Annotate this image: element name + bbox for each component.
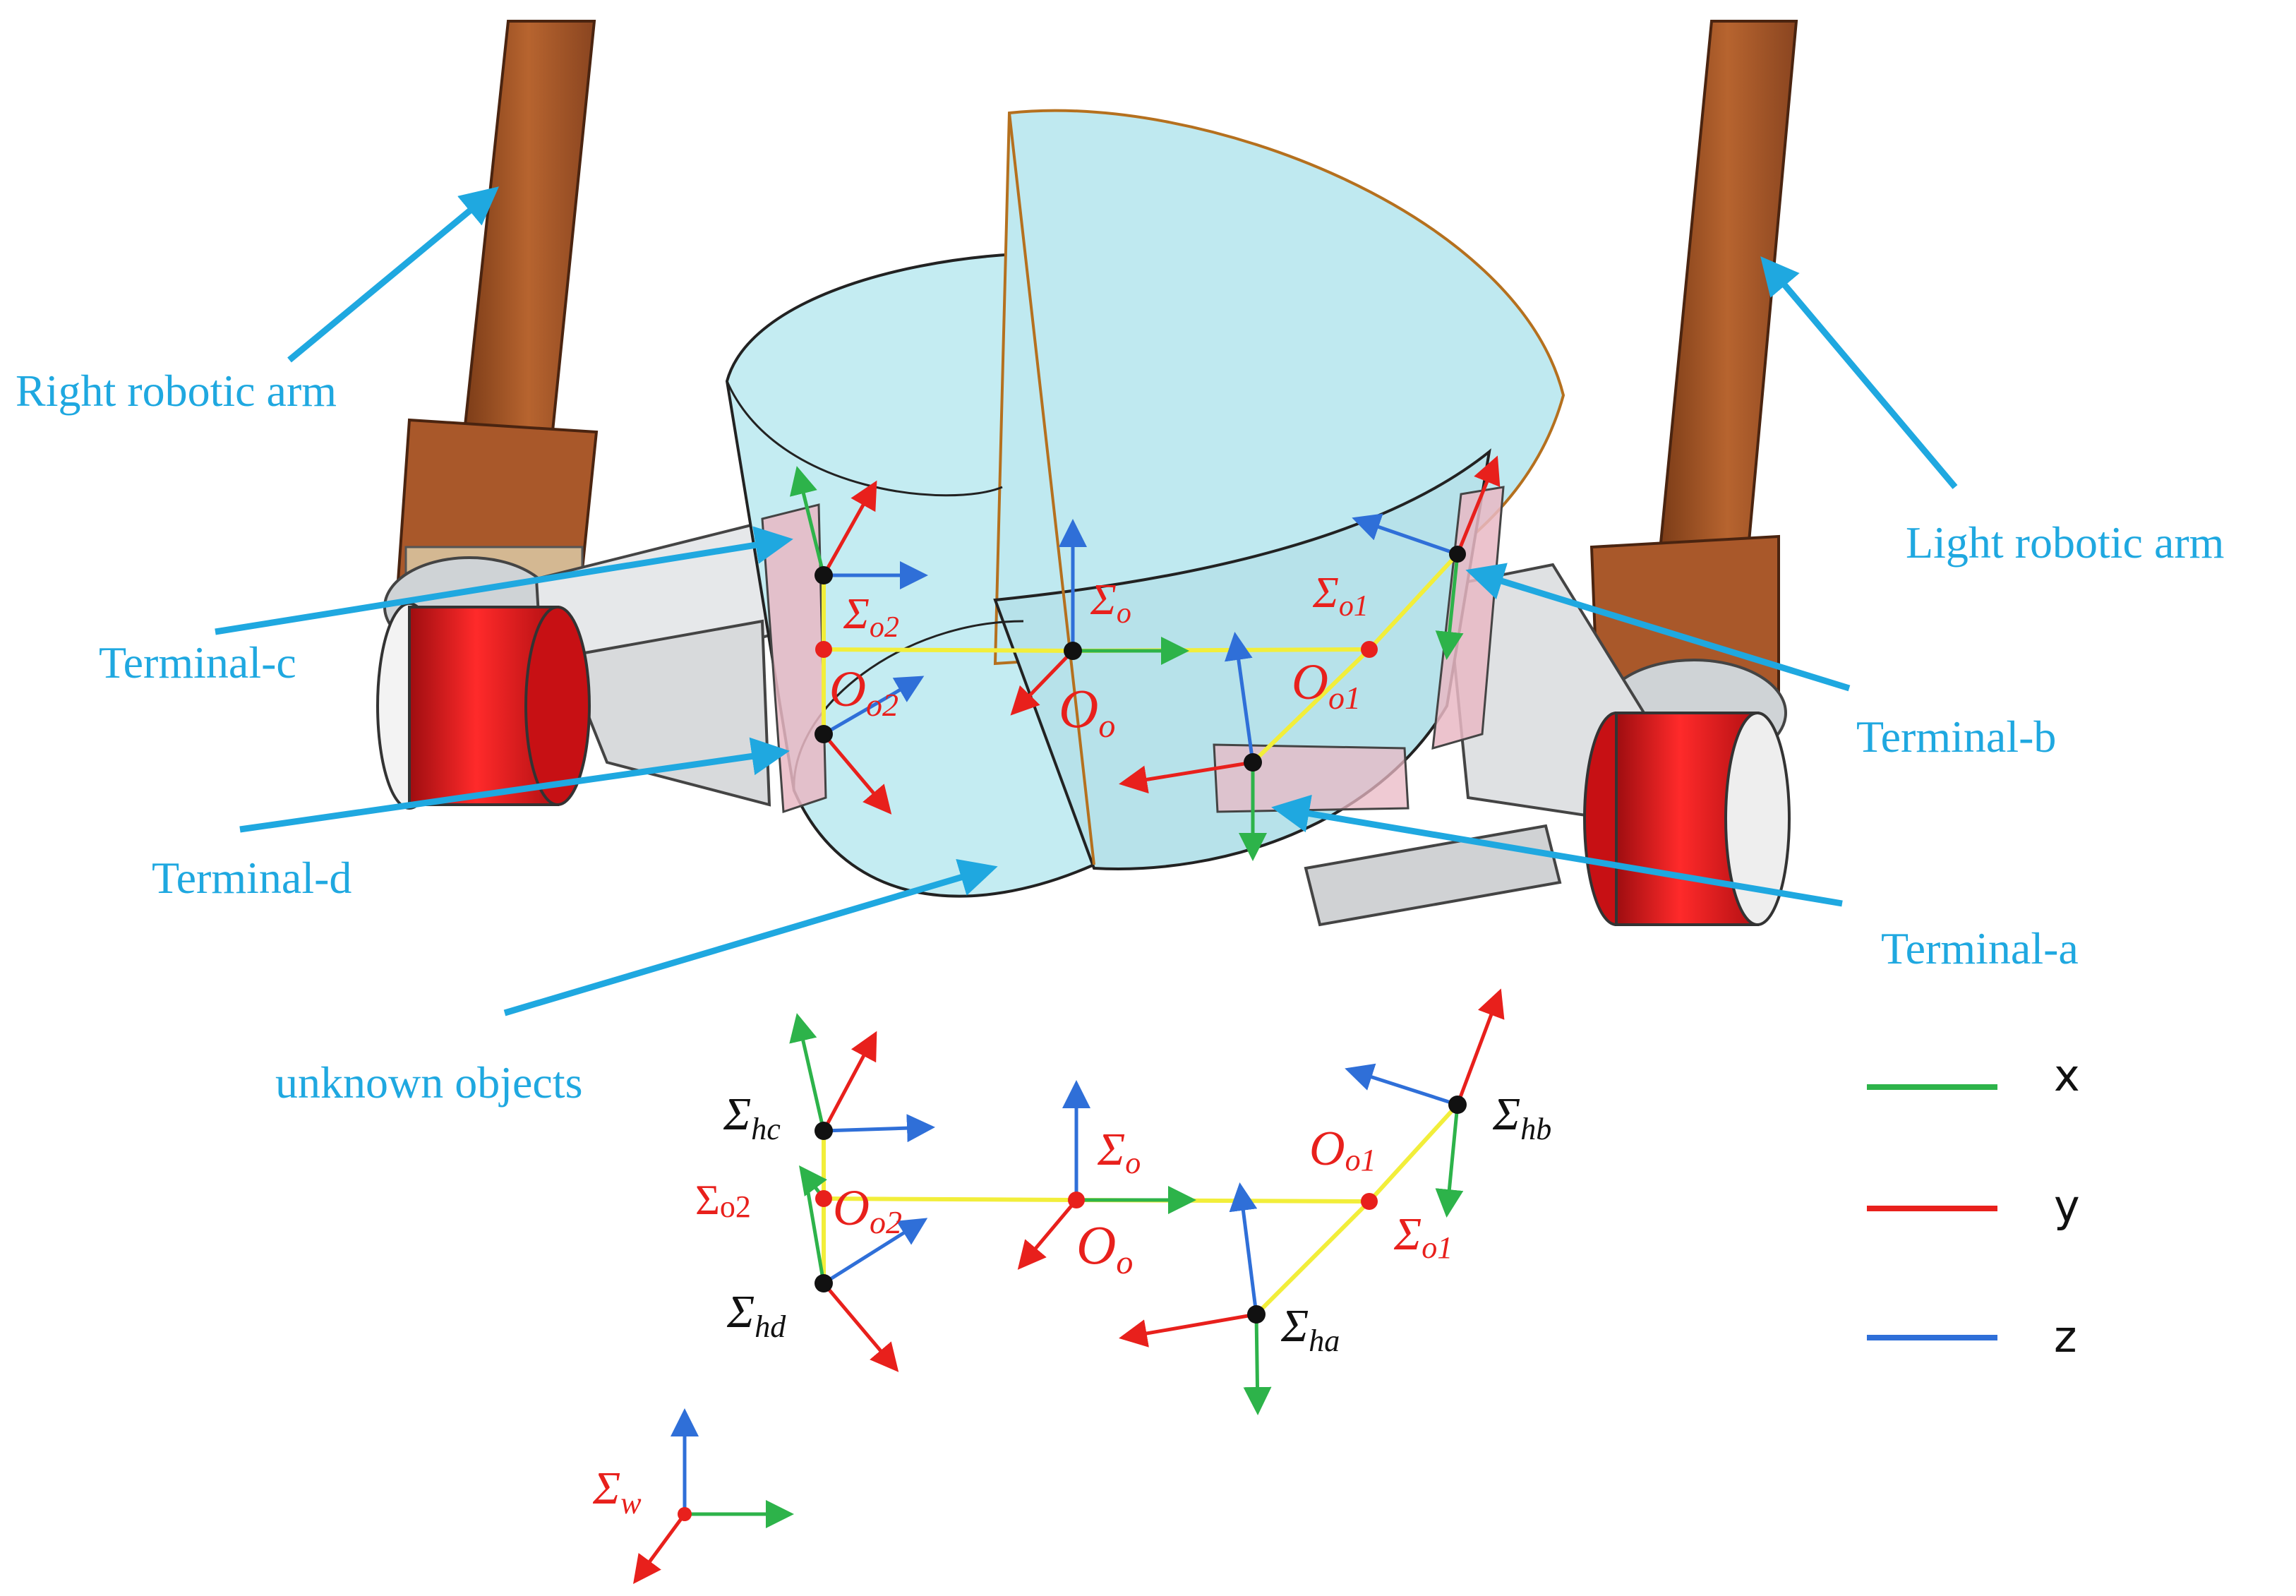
left-motor [376,602,591,810]
scene-frame-labels: Σo2 Σo Σo1 Oo2 Oo Oo1 [829,569,1369,745]
right-robotic-arm [376,20,771,810]
light-robotic-arm [1304,20,1798,927]
schematic-axes [789,988,1505,1415]
svg-text:x: x [2054,1050,2080,1101]
svg-text:z: z [2054,1311,2077,1362]
schem-sigma-o1: Σo1 [1393,1208,1453,1265]
scene-O-o2: Oo2 [829,661,898,723]
scene-O-o: Oo [1059,678,1115,745]
schem-O-o1: Oo1 [1309,1122,1376,1177]
label-light-robotic-arm: Light robotic arm [1906,517,2224,568]
label-terminal-b: Terminal-b [1856,712,2056,762]
scene-frame-origins [815,546,1466,772]
scene-axes [789,455,1501,861]
schem-O-o2: Oo2 [833,1180,902,1240]
terminal-a-gripper [1213,743,1410,813]
schem-sigma-w: Σw [592,1463,642,1520]
schem-sigma-o2: Σo2 [695,1177,751,1224]
right-motor [1583,712,1791,926]
callout-labels: Right robotic arm Light robotic arm Term… [16,366,2224,1108]
label-right-robotic-arm: Right robotic arm [16,366,337,416]
terminal-b-gripper [1431,486,1505,750]
schem-sigma-ha: Σha [1280,1300,1340,1358]
schem-sigma-hc: Σhc [723,1088,781,1146]
schematic-origins [815,1096,1467,1324]
legend-item-x: x [1867,1050,2080,1101]
scene-sigma-o2: Σo2 [843,590,899,644]
terminal-c-gripper [761,503,827,814]
scene-links [822,552,1460,764]
schem-sigma-hb: Σhb [1492,1088,1551,1146]
world-frame: Σw [592,1408,794,1585]
schem-sigma-hd: Σhd [726,1286,786,1344]
legend-item-z: z [1867,1311,2077,1362]
schematic-labels: Σhc Σo2 Oo2 Σhd Σo Oo Oo1 Σo1 Σhb Σha [695,1088,1551,1358]
callout-pointers [215,186,1958,1016]
svg-text:y: y [2054,1180,2080,1232]
scene-sigma-o1: Σo1 [1312,569,1369,623]
schem-sigma-o: Σo [1097,1124,1141,1180]
label-terminal-d: Terminal-d [152,853,351,903]
label-terminal-c: Terminal-c [99,637,296,688]
label-terminal-a: Terminal-a [1881,923,2079,973]
label-unknown-objects: unknown objects [275,1057,583,1108]
axis-legend: x y z [1867,1050,2080,1362]
legend-item-y: y [1867,1180,2080,1232]
scene-sigma-o: Σo [1090,576,1131,630]
schem-O-o: Oo [1076,1214,1133,1281]
scene-O-o1: Oo1 [1292,654,1361,716]
schematic-links [822,1103,1460,1316]
